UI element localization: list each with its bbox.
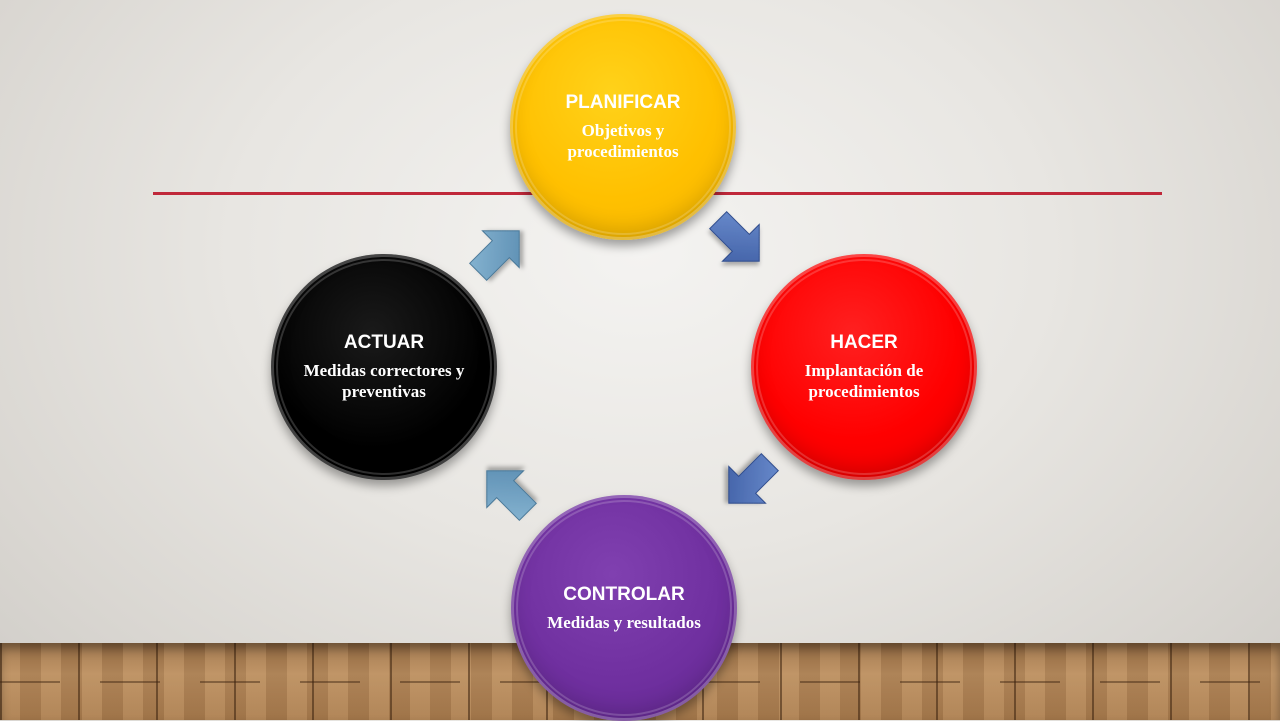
arrow-planificar-to-hacer [709,211,760,262]
arrow-actuar-to-planificar [469,230,520,281]
node-actuar: ACTUAR Medidas correctores y preventivas [271,254,497,480]
node-title: ACTUAR [343,332,425,353]
node-description: Medidas correctores y preventivas [303,361,465,401]
node-controlar: CONTROLAR Medidas y resultados [511,495,737,721]
arrow-controlar-to-actuar [486,470,537,521]
node-title: CONTROLAR [563,583,685,605]
node-hacer: HACER Implantación de procedimientos [751,254,977,480]
arrow-hacer-to-controlar [728,453,779,504]
node-description: Implantación de procedimientos [804,361,924,401]
node-description: Objetivos y procedimientos [567,121,679,161]
node-title: PLANIFICAR [565,92,681,113]
node-title: HACER [830,332,898,353]
node-planificar: PLANIFICAR Objetivos y procedimientos [510,14,736,240]
node-description: Medidas y resultados [547,612,701,632]
